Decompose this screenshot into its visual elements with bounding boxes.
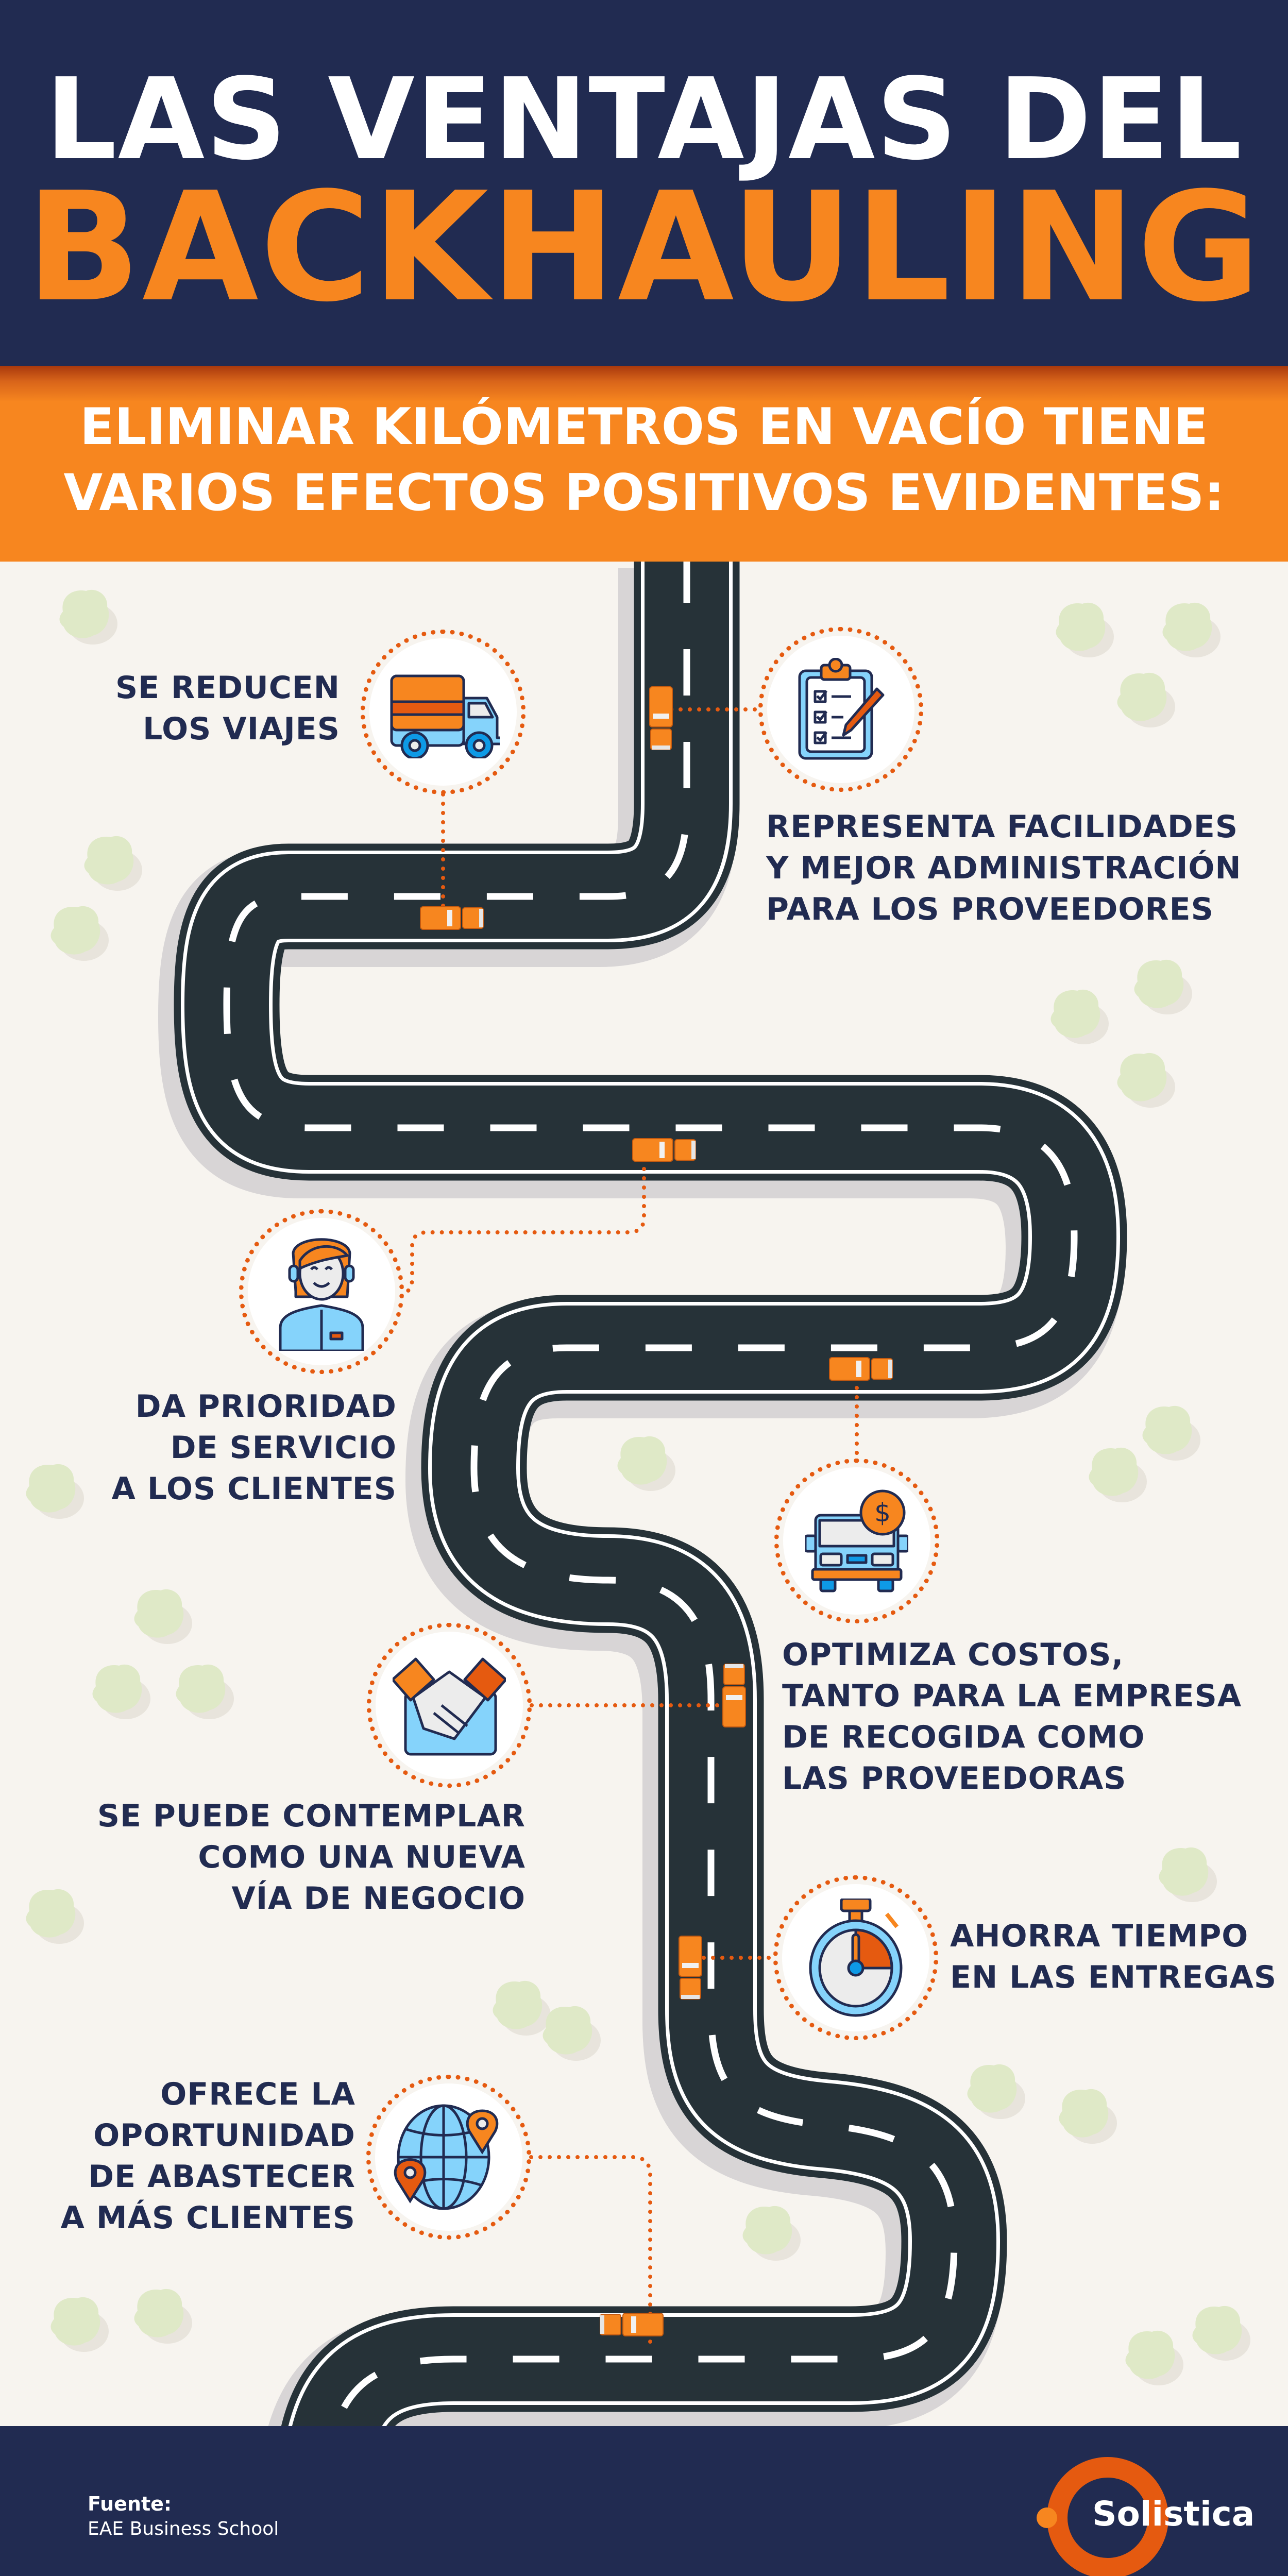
solistica-logo-text: Solistica xyxy=(1092,2494,1255,2534)
benefit-icon-circle-7 xyxy=(366,2075,531,2240)
winding-road-illustration xyxy=(26,562,1250,2426)
subtitle-text: ELIMINAR KILÓMETROS EN VACÍO TIENE VARIO… xyxy=(0,394,1288,526)
title-line-1: LAS VENTAJAS DEL xyxy=(45,55,1243,185)
handshake-icon xyxy=(393,1657,506,1756)
logo-dot-icon xyxy=(1037,2507,1057,2528)
clipboard-checklist-icon xyxy=(798,658,885,760)
stopwatch-icon xyxy=(809,1899,903,2017)
source-label: Fuente: xyxy=(88,2493,172,2515)
customer-service-agent-icon xyxy=(279,1238,364,1351)
source-value: EAE Business School xyxy=(88,2518,279,2539)
benefit-icon-circle-4: $ xyxy=(774,1459,939,1623)
benefit-label-1: SE REDUCEN LOS VIAJES xyxy=(115,670,340,747)
benefit-label-6: AHORRA TIEMPO EN LAS ENTREGAS xyxy=(950,1918,1277,1995)
dollar-sign-icon: $ xyxy=(874,1498,891,1528)
road-map-area xyxy=(0,562,1288,2426)
benefit-icon-circle-3 xyxy=(239,1209,404,1374)
subtitle-band xyxy=(0,366,1288,562)
benefit-icon-circle-2 xyxy=(758,627,923,792)
benefit-icon-circle-1 xyxy=(361,630,526,794)
delivery-truck-icon xyxy=(390,674,500,758)
benefit-icon-circle-6 xyxy=(773,1875,938,2040)
benefit-label-3: DA PRIORIDAD DE SERVICIO A LOS CLIENTES xyxy=(111,1388,397,1507)
benefit-label-5: SE PUEDE CONTEMPLAR COMO UNA NUEVA VÍA D… xyxy=(97,1798,526,1917)
title-line-2: BACKHAULING xyxy=(26,160,1262,335)
truck-cost-dollar-icon: $ xyxy=(805,1489,908,1592)
globe-location-pins-icon xyxy=(394,2104,499,2210)
benefit-icon-circle-5 xyxy=(367,1623,532,1788)
subtitle-line-2: VARIOS EFECTOS POSITIVOS EVIDENTES: xyxy=(63,464,1225,522)
subtitle-line-1: ELIMINAR KILÓMETROS EN VACÍO TIENE xyxy=(80,398,1208,456)
benefit-label-2: REPRESENTA FACILIDADES Y MEJOR ADMINISTR… xyxy=(766,809,1242,927)
connector-lines xyxy=(402,707,859,2349)
benefit-label-7: OFRECE LA OPORTUNIDAD DE ABASTECER A MÁS… xyxy=(60,2076,355,2236)
header-banner xyxy=(0,0,1288,366)
benefit-label-4: OPTIMIZA COSTOS, TANTO PARA LA EMPRESA D… xyxy=(782,1637,1242,1797)
